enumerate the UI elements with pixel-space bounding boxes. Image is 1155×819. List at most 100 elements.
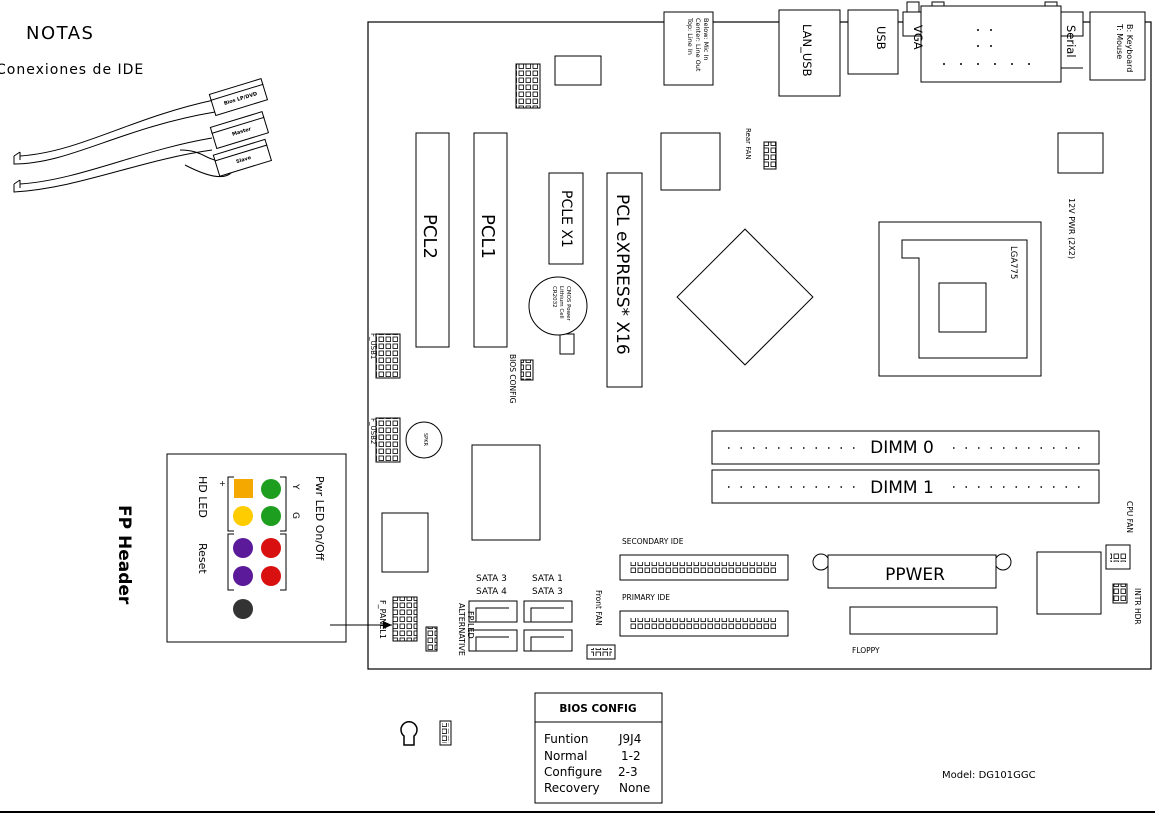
rear-fan-label: Rear FAN bbox=[744, 128, 752, 160]
cable-label-slave: Slave bbox=[235, 155, 252, 165]
sata-right-label-a: SATA 1 bbox=[532, 574, 563, 584]
sata-connectors bbox=[468, 600, 573, 652]
front-fan-label: Front FAN bbox=[594, 590, 603, 626]
pci1-slot: PCL1 bbox=[473, 132, 508, 348]
chip-power bbox=[1057, 132, 1104, 174]
intr-header bbox=[1112, 583, 1128, 604]
power-12v-label: 12V PWR (2X2) bbox=[1067, 198, 1076, 259]
fp-pin-purple-1 bbox=[233, 538, 253, 558]
svg-text:BIOS CONFIG: BIOS CONFIG bbox=[559, 703, 636, 715]
lan-usb-port: LAN_USB bbox=[778, 9, 841, 97]
sata-left-label-a: SATA 3 bbox=[476, 574, 507, 584]
ide-cable-illustration bbox=[13, 78, 273, 193]
svg-text:PPWER: PPWER bbox=[885, 565, 945, 585]
fp-pin-green-1 bbox=[261, 479, 281, 499]
chip-vrm bbox=[1036, 551, 1102, 615]
sata-right-label-b: SATA 3 bbox=[532, 587, 563, 597]
svg-text:PCL2: PCL2 bbox=[419, 214, 440, 259]
dimm1-slot: DIMM 1 bbox=[711, 469, 1100, 504]
svg-text:USB: USB bbox=[874, 26, 888, 50]
rear-fan-header bbox=[763, 141, 777, 170]
fp-pin-yellow bbox=[233, 506, 253, 526]
notes-title: NOTAS bbox=[26, 23, 94, 44]
ps2-port: T: MouseB: Keyboard bbox=[1089, 11, 1146, 81]
svg-text:VGA: VGA bbox=[911, 25, 925, 50]
model-label: Model: DG101GGC bbox=[942, 770, 1036, 781]
f-panel1-header bbox=[392, 596, 418, 642]
fp-pin-red-2 bbox=[261, 566, 281, 586]
notes-subtitle: Conexiones de IDE bbox=[0, 62, 144, 78]
f-usb2-label: F_USB2 bbox=[369, 418, 377, 444]
fp-g-label: G bbox=[290, 512, 300, 519]
svg-text:J9J4: J9J4 bbox=[618, 732, 641, 746]
svg-text:LAN_USB: LAN_USB bbox=[800, 24, 814, 77]
cmos-battery: CR2032Lithium CellCMOS Power bbox=[528, 276, 588, 355]
svg-text:Serial: Serial bbox=[1064, 25, 1078, 58]
fp-pin-purple-2 bbox=[233, 566, 253, 586]
svg-text:1-2: 1-2 bbox=[621, 749, 641, 763]
f-usb1-header bbox=[375, 333, 401, 379]
svg-text:PCL1: PCL1 bbox=[477, 214, 498, 259]
fp-reset-label: Reset bbox=[196, 543, 209, 574]
svg-text:LGA775: LGA775 bbox=[1008, 246, 1018, 279]
svg-text:None: None bbox=[619, 781, 650, 795]
cpu-fan-label: CPU FAN bbox=[1125, 501, 1134, 533]
fp-hd-led-label: HD LED bbox=[196, 476, 209, 518]
audio-jack: Top: Line InCenter: Line OutBelow: Mic I… bbox=[663, 11, 714, 86]
svg-text:T: MouseB: Keyboard: T: MouseB: Keyboard bbox=[1115, 23, 1134, 72]
svg-text:2-3: 2-3 bbox=[618, 765, 638, 779]
board-outline bbox=[367, 21, 1152, 670]
f-usb2-header bbox=[375, 417, 401, 463]
svg-text:DIMM 1: DIMM 1 bbox=[870, 478, 934, 498]
svg-text:Configure: Configure bbox=[544, 765, 602, 779]
primary-ide-connector bbox=[619, 610, 789, 637]
audio-header bbox=[515, 63, 541, 109]
secondary-ide-connector bbox=[619, 554, 789, 581]
fp-pin-red-1 bbox=[261, 538, 281, 558]
secondary-ide-label: SECONDARY IDE bbox=[622, 537, 684, 546]
bios-jumper-illustration bbox=[400, 720, 452, 746]
svg-text:Normal: Normal bbox=[544, 749, 587, 763]
svg-text:Top: Line InCenter: Line OutBe: Top: Line InCenter: Line OutBelow: Mic I… bbox=[686, 17, 710, 72]
alt-fp-led-label: ALTERNATIVEFP LED bbox=[457, 603, 475, 656]
pcie-x1-slot: PCLE X1 bbox=[548, 172, 584, 265]
cable-label-master: Master bbox=[231, 126, 252, 138]
svg-text:PCL eXPRESS* X16: PCL eXPRESS* X16 bbox=[612, 194, 632, 355]
svg-text:PCLE X1: PCLE X1 bbox=[558, 190, 574, 248]
chip-io bbox=[381, 512, 429, 573]
chip-ich bbox=[660, 132, 721, 191]
fp-plus: + bbox=[219, 479, 226, 488]
atx-power-connector: PPWER bbox=[812, 553, 1012, 589]
usb-port: USB bbox=[847, 9, 899, 75]
bios-config-table: BIOS CONFIG Funtion J9J4 Normal 1-2 Conf… bbox=[534, 692, 663, 804]
f-panel1-label: F_PANEL1 bbox=[378, 600, 387, 639]
floppy-label: FLOPPY bbox=[852, 646, 880, 655]
intr-label: INTR HDR bbox=[1133, 588, 1142, 625]
f-usb1-label: F_USB1 bbox=[369, 333, 377, 359]
dimm0-slot: DIMM 0 bbox=[711, 430, 1100, 465]
bios-config-label: BIOS CONFIG bbox=[508, 354, 517, 404]
alt-fp-led-header bbox=[425, 626, 438, 652]
pcie-x16-slot: PCL eXPRESS* X16 bbox=[606, 172, 643, 388]
svg-text:Funtion: Funtion bbox=[544, 732, 588, 746]
fp-y-label: Y bbox=[290, 483, 300, 490]
svg-text:DIMM 0: DIMM 0 bbox=[870, 438, 934, 458]
primary-ide-label: PRIMARY IDE bbox=[622, 593, 670, 602]
speaker bbox=[405, 421, 443, 459]
sata-left-label-b: SATA 4 bbox=[476, 587, 507, 597]
fp-pin-orange bbox=[234, 479, 253, 498]
speaker-label: SPKR bbox=[422, 433, 428, 446]
chip-southbridge bbox=[471, 444, 541, 541]
floppy-connector bbox=[849, 606, 998, 635]
svg-text:Recovery: Recovery bbox=[544, 781, 600, 795]
fp-header-title: FP Header bbox=[114, 505, 134, 605]
fp-header-panel bbox=[166, 453, 347, 643]
chip-small bbox=[554, 55, 602, 86]
vga-serial-port: VGA Serial bbox=[902, 1, 1084, 83]
svg-text:CR2032Lithium CellCMOS Power: CR2032Lithium CellCMOS Power bbox=[551, 286, 571, 322]
fp-pin-green-2 bbox=[261, 506, 281, 526]
fp-pwr-led-label: Pwr LED On/Off bbox=[313, 476, 326, 561]
northbridge-chip bbox=[676, 228, 814, 366]
pci2-slot: PCL2 bbox=[415, 132, 450, 348]
